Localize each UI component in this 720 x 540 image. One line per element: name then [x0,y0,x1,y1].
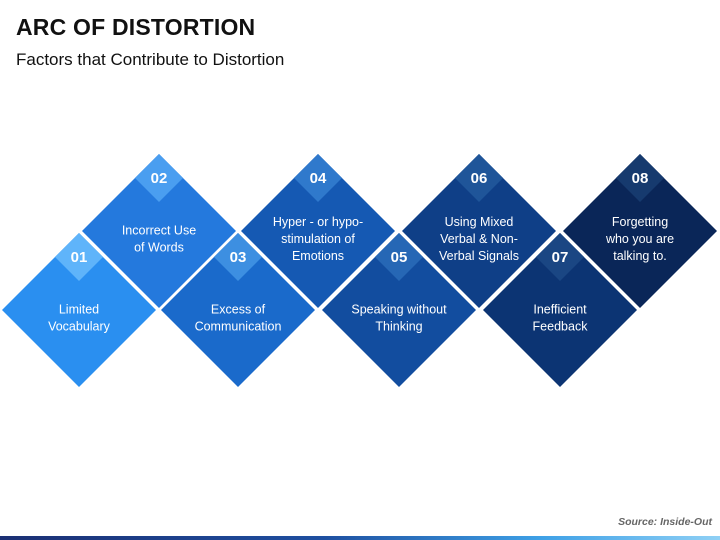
step-02-label-line: of Words [134,241,184,255]
step-05-label-line: Speaking without [351,303,447,317]
step-06-diamond [402,154,556,308]
step-08-label-line: Forgetting [612,215,668,229]
step-05-diamond [322,233,476,387]
step-01-number: 01 [71,249,88,266]
step-01-number-badge [55,233,103,281]
step-04-label-line: Emotions [292,249,344,263]
source-note: Source: Inside-Out [618,516,712,528]
step-02-number-badge [135,154,183,202]
bottom-accent-bar [0,536,720,540]
step-01-diamond [2,233,156,387]
step-02-label-line: Incorrect Use [122,224,196,238]
step-06-number: 06 [471,170,488,187]
page-subtitle: Factors that Contribute to Distortion [16,50,285,69]
step-04-number: 04 [310,170,327,187]
step-07-number: 07 [552,249,569,266]
step-08-label-line: who you are [605,232,674,246]
step-03-number: 03 [230,249,247,266]
page-title: ARC OF DISTORTION [16,14,256,40]
step-07-diamond [483,233,637,387]
step-06-label-line: Verbal Signals [439,249,519,263]
step-04-number-badge [294,154,342,202]
step-03-label-line: Excess of [211,303,266,317]
step-08-diamond [563,154,717,308]
step-04-diamond [241,154,395,308]
step-06-label-line: Using Mixed [445,215,514,229]
step-05-label-line: Thinking [375,320,422,334]
step-04-label-line: stimulation of [281,232,355,246]
step-04-label-line: Hyper - or hypo- [273,215,363,229]
step-03-diamond [161,233,315,387]
step-06-label-line: Verbal & Non- [440,232,518,246]
step-05-number: 05 [391,249,408,266]
step-08-number: 08 [632,170,649,187]
step-01-label-line: Vocabulary [48,320,111,334]
step-02-number: 02 [151,170,168,187]
step-03-label-line: Communication [195,320,282,334]
step-08-number-badge [616,154,664,202]
step-05-number-badge [375,233,423,281]
step-07-label-line: Feedback [533,320,589,334]
step-02-diamond [82,154,236,308]
step-08-label-line: talking to. [613,249,667,263]
step-07-label-line: Inefficient [533,303,587,317]
step-07-number-badge [536,233,584,281]
step-01-label-line: Limited [59,303,99,317]
step-06-number-badge [455,154,503,202]
step-03-number-badge [214,233,262,281]
